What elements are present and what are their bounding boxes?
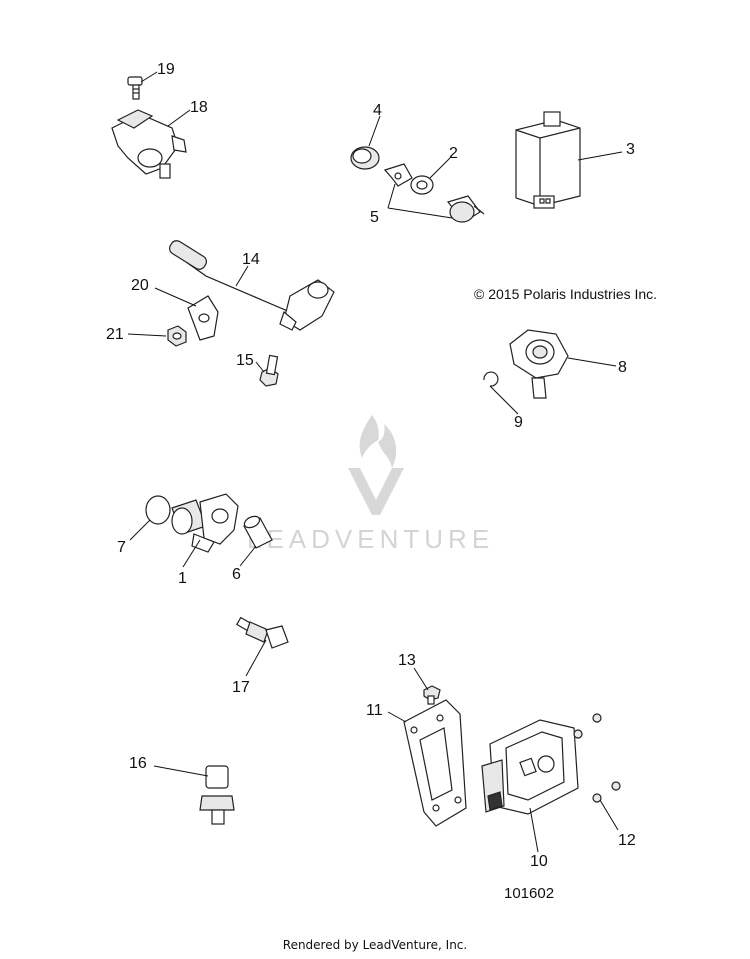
part-12-screws[interactable] — [573, 713, 621, 803]
callout-14: 14 — [242, 251, 260, 268]
callout-20: 20 — [131, 277, 149, 294]
part-18-map-sensor[interactable] — [111, 109, 187, 179]
part-21-nut[interactable] — [167, 325, 187, 347]
callout-4: 4 — [373, 102, 382, 119]
part-19-bolt[interactable] — [127, 76, 143, 100]
callout-2: 2 — [449, 145, 458, 162]
callout-10: 10 — [530, 853, 548, 870]
callout-15: 15 — [236, 352, 254, 369]
part-8-knock-sensor[interactable] — [509, 329, 569, 399]
callout-7: 7 — [117, 539, 126, 556]
callout-9: 9 — [514, 414, 523, 431]
render-credit: Rendered by LeadVenture, Inc. — [282, 938, 468, 952]
part-20-clip[interactable] — [187, 295, 219, 341]
callout-5: 5 — [370, 209, 379, 226]
watermark-logo — [348, 415, 404, 515]
part-14-speed-sensor-harness[interactable] — [167, 238, 335, 331]
part-7-o-ring[interactable] — [145, 495, 171, 525]
callout-1: 1 — [178, 570, 187, 587]
part-4-cap[interactable] — [350, 146, 380, 170]
callout-17: 17 — [232, 679, 250, 696]
callout-13: 13 — [398, 652, 416, 669]
part-2-grommet[interactable] — [410, 175, 434, 195]
part-3-relay-module[interactable] — [515, 111, 581, 209]
part-10-ecu[interactable] — [481, 719, 579, 815]
callout-21: 21 — [106, 326, 124, 343]
copyright-notice: © 2015 Polaris Industries Inc. — [474, 286, 657, 302]
callout-16: 16 — [129, 755, 147, 772]
part-11-ecu-bracket[interactable] — [403, 699, 467, 827]
part-13-bolt[interactable] — [423, 685, 441, 705]
part-17-temperature-sensor[interactable] — [235, 616, 289, 649]
callout-11: 11 — [366, 702, 383, 719]
part-9-snap-ring[interactable] — [483, 371, 499, 387]
callout-3: 3 — [626, 141, 635, 158]
callout-19: 19 — [157, 61, 175, 78]
part-6-sleeve[interactable] — [243, 514, 273, 549]
watermark-text: LEADVENTURE — [247, 524, 494, 554]
callout-12: 12 — [618, 832, 636, 849]
drawing-number: 101602 — [504, 885, 554, 902]
callout-8: 8 — [618, 359, 627, 376]
part-5-sensor-assembly[interactable] — [383, 163, 485, 223]
callout-6: 6 — [232, 566, 241, 583]
part-15-bolt[interactable] — [259, 354, 279, 387]
callout-18: 18 — [190, 99, 208, 116]
part-1-cam-sensor[interactable] — [171, 493, 239, 553]
part-16-pressure-switch[interactable] — [199, 765, 235, 825]
